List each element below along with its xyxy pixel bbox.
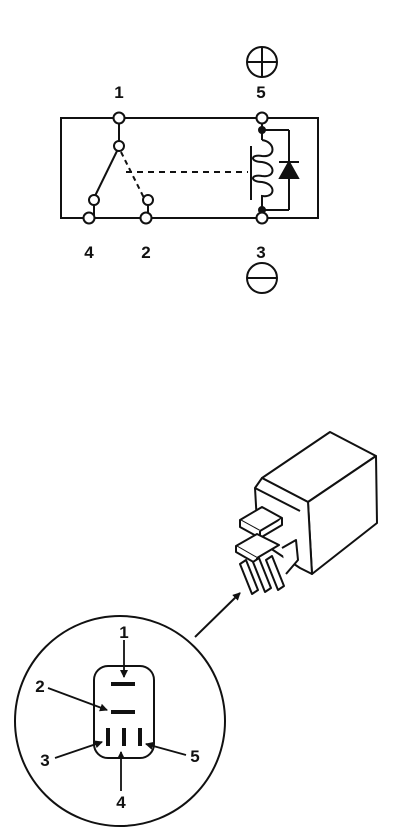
pin-label-3: 3 — [40, 751, 49, 770]
terminal-5-node — [255, 111, 269, 125]
pin-5-arrow — [145, 741, 187, 756]
suppression-diode — [278, 159, 300, 179]
relay-blade-terminal-5 — [265, 555, 285, 591]
nc-contact-node — [88, 194, 100, 206]
pin-slot-3 — [106, 728, 110, 746]
inset-pointer-arrow — [194, 592, 241, 638]
relay-enclosure — [60, 117, 319, 219]
pin-label-4: 4 — [116, 793, 126, 812]
switch-pivot-node — [113, 140, 125, 152]
pin-slot-2 — [111, 710, 135, 714]
connector-inset — [14, 615, 226, 827]
no-contact-node — [142, 194, 154, 206]
pin-2-arrow — [47, 687, 108, 712]
terminal-label-5: 5 — [256, 83, 265, 102]
negative-terminal-symbol — [246, 262, 278, 294]
terminal-label-1: 1 — [114, 83, 123, 102]
pin-slot-5 — [138, 728, 142, 746]
pin-slot-4 — [122, 728, 126, 746]
terminal-label-3: 3 — [256, 243, 265, 262]
terminal-4-node — [82, 211, 96, 225]
terminal-label-4: 4 — [84, 243, 94, 262]
terminal-1-node — [112, 111, 126, 125]
inset-circle — [14, 615, 226, 827]
relay-coil — [252, 139, 274, 210]
relay-body-illustration — [235, 431, 378, 595]
terminal-3-node — [255, 211, 269, 225]
positive-terminal-symbol — [246, 46, 278, 78]
relay-blade-terminal-3 — [239, 559, 259, 595]
relay-schematic — [60, 46, 319, 294]
pin-label-1: 1 — [119, 623, 128, 642]
pin-label-2: 2 — [35, 677, 44, 696]
switch-arm — [93, 150, 118, 199]
relay-blade-terminal-4 — [252, 557, 272, 593]
no-contact-path — [120, 151, 145, 199]
terminal-2-node — [139, 211, 153, 225]
pin-3-arrow — [54, 740, 103, 759]
pin-slot-1 — [111, 682, 135, 686]
pin-label-5: 5 — [190, 747, 199, 766]
terminal-label-2: 2 — [141, 243, 150, 262]
